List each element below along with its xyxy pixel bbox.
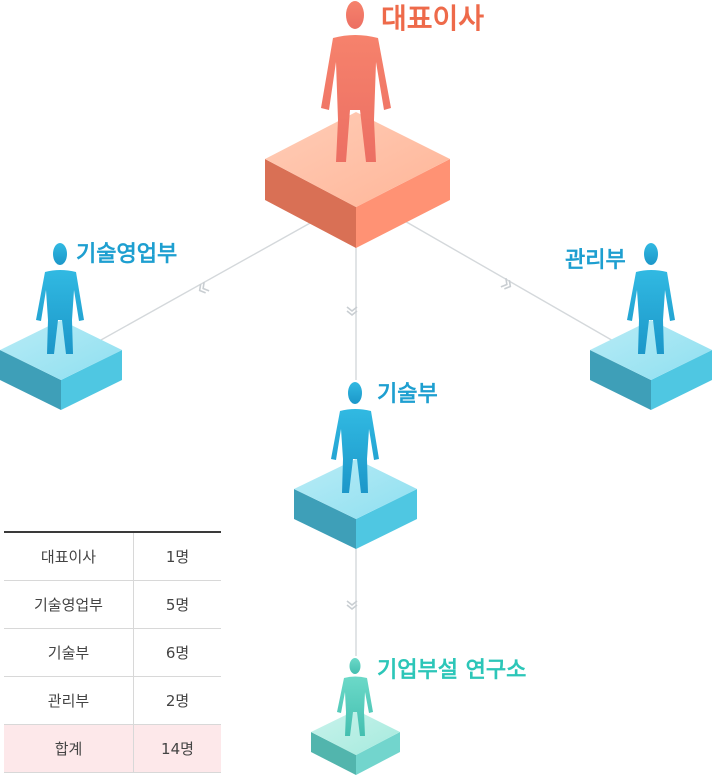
dept-name-cell: 기술영업부 (4, 580, 134, 629)
staff-count-table: 대표이사 1명 기술영업부 5명 기술부 6명 관리부 2명 합계 14명 (4, 531, 221, 773)
lab-person-icon (337, 658, 373, 736)
headcount-cell: 5명 (133, 580, 221, 629)
tech-person-icon (331, 382, 379, 493)
admin-platform (590, 320, 712, 410)
lab-platform (311, 710, 400, 775)
headcount-cell: 2명 (133, 676, 221, 725)
ceo-person-icon (321, 1, 391, 162)
table-row: 관리부 2명 (4, 676, 221, 725)
dept-name-cell: 대표이사 (4, 531, 134, 581)
sales-dept-label: 기술영업부 (76, 242, 178, 267)
table-row: 기술부 6명 (4, 628, 221, 677)
headcount-cell: 1명 (133, 531, 221, 581)
table-row: 대표이사 1명 (4, 531, 221, 581)
research-lab-label: 기업부설 연구소 (377, 658, 527, 683)
dept-name-cell: 관리부 (4, 676, 134, 725)
sales-platform (0, 320, 122, 410)
admin-person-icon (627, 243, 675, 354)
sales-person-icon (36, 243, 84, 354)
total-row: 합계 14명 (4, 724, 221, 773)
tech-platform (294, 459, 417, 549)
admin-dept-label: 관리부 (565, 248, 626, 273)
total-count-cell: 14명 (133, 724, 221, 773)
ceo-label: 대표이사 (381, 2, 485, 35)
table-row: 기술영업부 5명 (4, 580, 221, 629)
dept-name-cell: 기술부 (4, 628, 134, 677)
tech-dept-label: 기술부 (377, 382, 438, 407)
total-label-cell: 합계 (4, 724, 134, 773)
headcount-cell: 6명 (133, 628, 221, 677)
ceo-platform (265, 112, 450, 248)
